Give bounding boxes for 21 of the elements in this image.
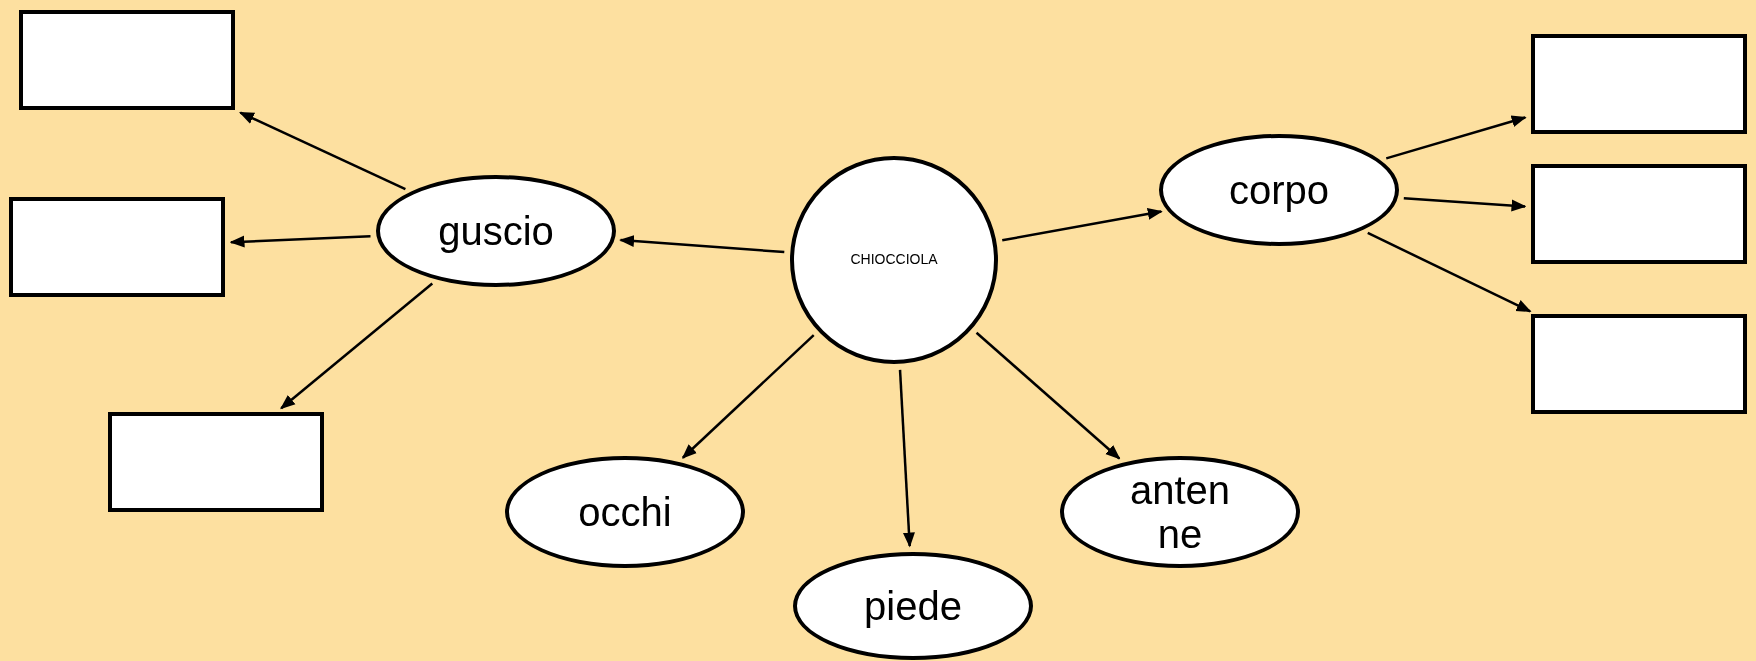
- node-label: guscio: [438, 209, 554, 253]
- arrow: [681, 334, 815, 459]
- answer-box: [1531, 314, 1747, 414]
- arrow: [619, 235, 785, 254]
- node-label: piede: [864, 584, 962, 628]
- answer-box: [19, 10, 235, 110]
- arrow: [229, 235, 371, 248]
- answer-box: [9, 197, 225, 297]
- arrow: [239, 111, 406, 191]
- arrow: [1367, 231, 1532, 313]
- arrow: [898, 369, 915, 548]
- answer-box: [108, 412, 324, 512]
- arrow: [1385, 115, 1527, 160]
- answer-box: [1531, 164, 1747, 264]
- node-label: occhi: [578, 490, 672, 534]
- answer-box: [1531, 34, 1747, 134]
- node-label: CHIOCCIOLA: [850, 252, 938, 268]
- arrow: [1403, 197, 1527, 212]
- node-label: antenne: [1128, 468, 1232, 556]
- node-label: corpo: [1228, 168, 1330, 212]
- arrow: [1002, 207, 1163, 242]
